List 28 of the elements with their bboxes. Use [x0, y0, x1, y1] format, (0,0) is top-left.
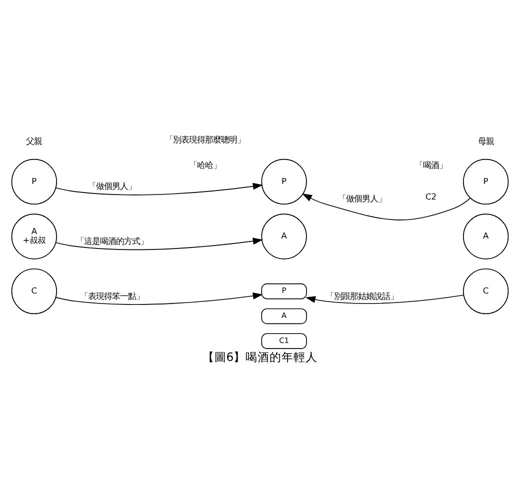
node-box: A: [261, 308, 307, 324]
node-circle: P: [462, 158, 509, 205]
arrow: [302, 193, 471, 220]
arrow: [56, 182, 263, 196]
arrow: [56, 292, 263, 305]
node-circle: C: [11, 268, 58, 314]
node-circle: A: [462, 214, 509, 260]
label: 母親: [478, 136, 494, 146]
label: 「喝酒」: [415, 160, 448, 170]
arrow: [305, 294, 464, 304]
node-circle: P: [11, 158, 58, 205]
edge-label: 「表現得笨一點」: [80, 290, 144, 301]
arrow: [56, 238, 263, 250]
caption: 【圖6】喝酒的年輕人: [202, 350, 318, 364]
node-box: C1: [261, 333, 307, 349]
label: 「哈哈」: [189, 160, 222, 170]
label: 「別表現得那麼聰明」: [165, 134, 246, 144]
edge-label: 「別跟那姑娘說話」: [326, 290, 398, 301]
node-circle: C: [462, 268, 509, 314]
label: C2: [425, 192, 437, 202]
node-circle: A +叔叔: [11, 214, 58, 260]
node-box: P: [261, 283, 307, 300]
edge-label: 「這是喝酒的方式」: [76, 236, 148, 246]
node-circle: A: [261, 214, 307, 260]
node-circle: P: [261, 158, 307, 205]
edge-label: 「做個男人」: [338, 194, 386, 204]
edge-label: 「做個男人」: [88, 181, 136, 192]
label: 父親: [26, 136, 42, 146]
